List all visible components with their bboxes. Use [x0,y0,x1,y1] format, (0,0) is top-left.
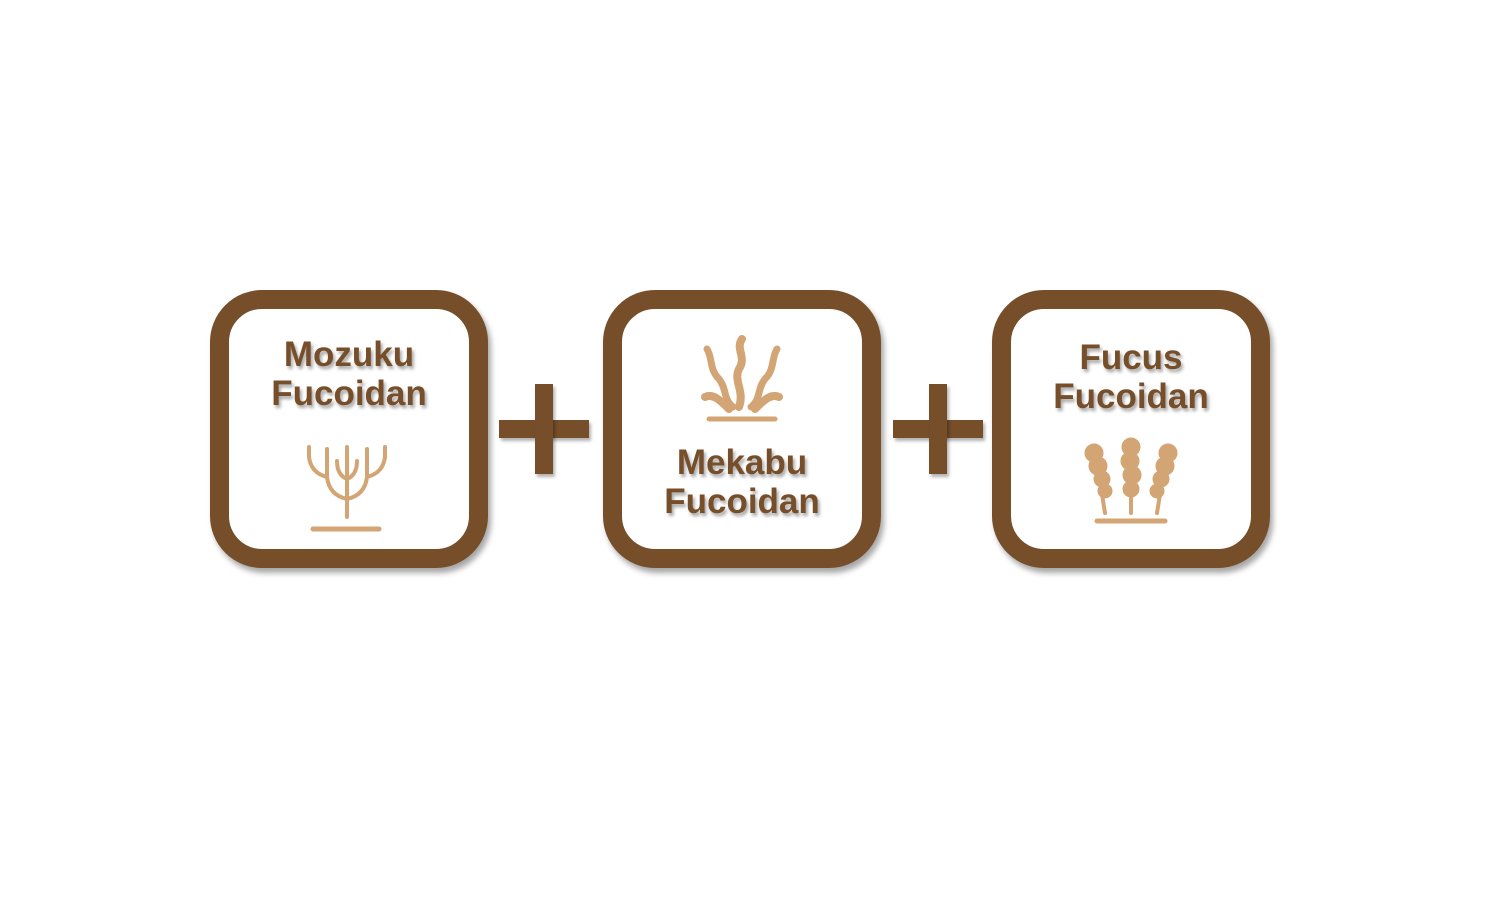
label-line: Fucoidan [1053,377,1209,416]
label-line: Mekabu [676,443,808,482]
mozuku-label: Mozuku Fucoidan [229,335,469,413]
label-line: Fucus [1079,338,1183,377]
label-line: Mozuku [283,335,415,374]
branching-seaweed-icon [307,445,387,532]
fucus-label: Fucus Fucoidan [1011,338,1251,416]
mekabu-label: Mekabu Fucoidan [622,443,862,521]
mozuku-fucoidan-box: Mozuku Fucoidan [210,290,488,568]
fucus-fucoidan-box: Fucus Fucoidan [992,290,1270,568]
mekabu-fucoidan-box: Mekabu Fucoidan [603,290,881,568]
plus-icon [893,384,983,474]
plus-icon [499,384,589,474]
label-line: Fucoidan [271,374,427,413]
label-line: Fucoidan [664,482,820,521]
wavy-seaweed-icon [701,335,783,422]
bladder-seaweed-icon [1084,437,1178,524]
